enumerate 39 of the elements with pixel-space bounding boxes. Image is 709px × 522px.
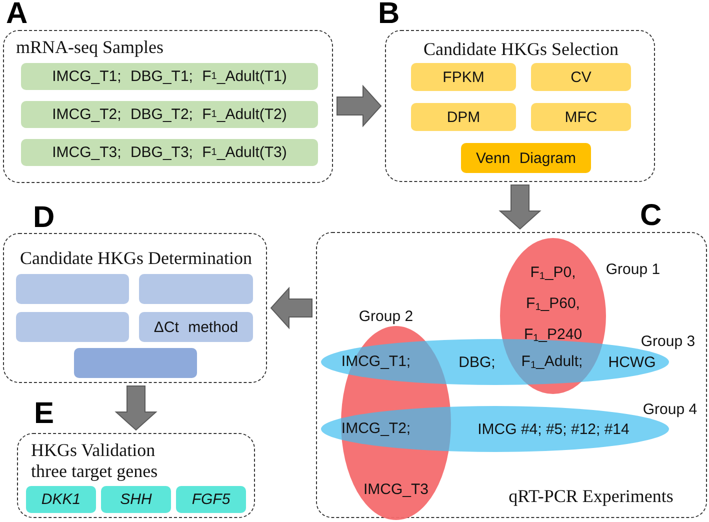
block-arrow bbox=[336, 84, 382, 128]
method-box bbox=[74, 348, 197, 378]
sample-name: F$_{1}$_Adult; bbox=[520, 352, 584, 373]
gene-box: DKK1 bbox=[26, 486, 96, 513]
panel-heading: Candidate HKGs Selection bbox=[422, 39, 620, 59]
panel-heading: three target genes bbox=[31, 461, 158, 481]
block-arrow bbox=[114, 386, 158, 431]
gene-box: SHH bbox=[101, 486, 171, 513]
panel-heading: mRNA-seq Samples bbox=[15, 37, 164, 57]
method-box bbox=[16, 312, 129, 342]
group-label: Group 2 bbox=[358, 307, 414, 327]
panel-letter: A bbox=[6, 0, 29, 28]
sample-name: IMCG_T1; bbox=[340, 352, 412, 372]
sample-name: IMCG_T3 bbox=[362, 480, 430, 500]
panel-letter: E bbox=[34, 400, 56, 428]
metric-box: CV bbox=[531, 63, 631, 91]
group-label: Group 4 bbox=[642, 400, 698, 420]
panel-letter: B bbox=[378, 0, 401, 28]
panel-heading: HKGs Validation bbox=[31, 440, 156, 460]
panel-heading: qRT-PCR Experiments bbox=[508, 486, 674, 506]
method-box bbox=[139, 274, 253, 304]
metric-box: MFC bbox=[531, 103, 631, 131]
panel-letter: D bbox=[33, 204, 56, 232]
block-arrow bbox=[270, 286, 312, 330]
group-label: Group 3 bbox=[640, 332, 696, 352]
sample-name: HCWG bbox=[607, 353, 657, 373]
sample-name: IMCG #4; #5; #12; #14 bbox=[476, 420, 630, 440]
method-box bbox=[16, 274, 129, 304]
metric-box: DPM bbox=[411, 103, 516, 131]
panel-letter: C bbox=[640, 202, 663, 230]
sample-name: DBG; bbox=[458, 353, 496, 373]
metric-box: FPKM bbox=[411, 63, 516, 91]
method-box: ΔCt method bbox=[139, 312, 253, 342]
sample-name: IMCG_T2; bbox=[340, 419, 412, 439]
panel-heading: Candidate HKGs Determination bbox=[19, 248, 253, 268]
group-label: Group 1 bbox=[604, 260, 662, 280]
metric-box: Venn Diagram bbox=[461, 143, 591, 173]
block-arrow bbox=[498, 184, 542, 230]
gene-box: FGF5 bbox=[176, 486, 246, 513]
